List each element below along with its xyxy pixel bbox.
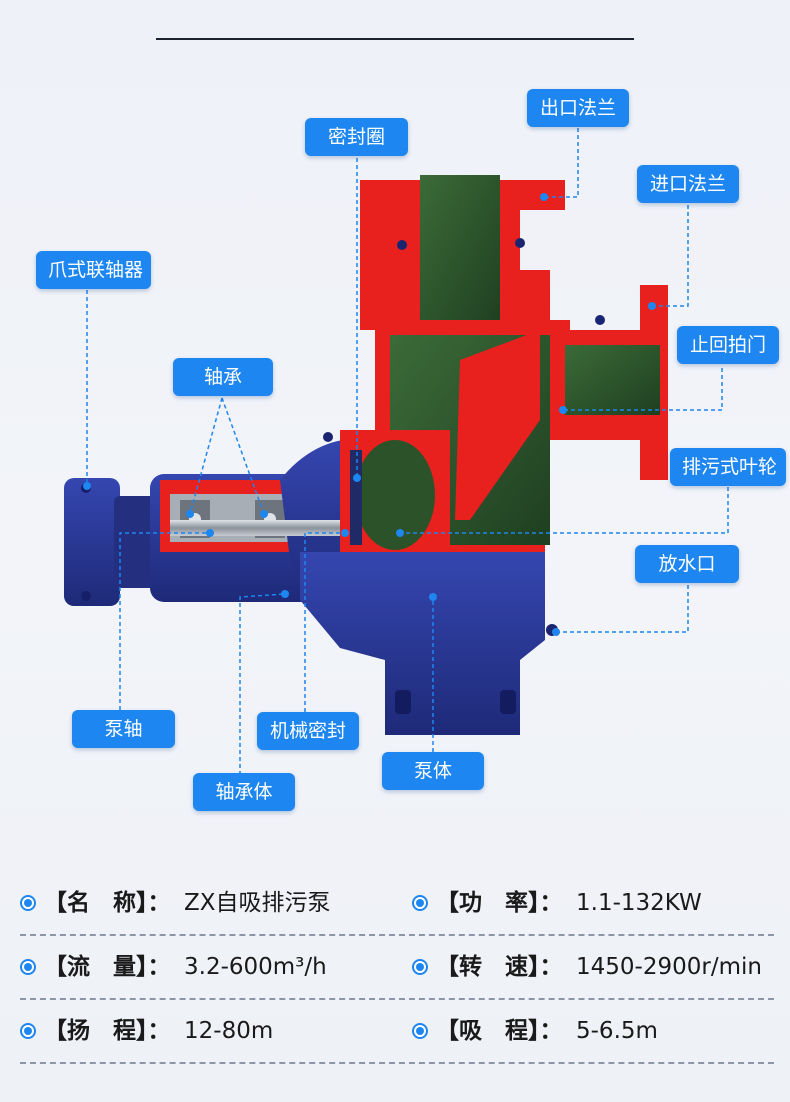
label-pump-body: 泵体 [382,752,484,790]
label-bearing: 轴承 [173,358,273,396]
label-impeller: 排污式叶轮 [670,448,786,486]
label-mechanical-seal: 机械密封 [257,712,359,750]
spec-row: 【扬 程】： 12-80m 【吸 程】： 5-6.5m [20,998,774,1064]
spec-row: 【流 量】： 3.2-600m³/h 【转 速】： 1450-2900r/min [20,934,774,1000]
leader-dots [83,193,656,636]
bullet-icon [20,895,36,911]
pump-cutaway-diagram [64,128,729,775]
bullet-icon [20,959,36,975]
label-outlet-flange: 出口法兰 [527,89,629,127]
label-seal-ring: 密封圈 [305,118,408,156]
bullet-icon [412,895,428,911]
label-inlet-flange: 进口法兰 [637,165,739,203]
label-bearing-housing: 轴承体 [193,773,295,811]
label-drain-port: 放水口 [635,545,739,583]
label-claw-coupling: 爪式联轴器 [36,251,151,289]
spec-row: 【名 称】： ZX自吸排污泵 【功 率】： 1.1-132KW [20,870,774,936]
top-divider [156,38,634,40]
leader-lines [86,128,729,775]
bullet-icon [20,1023,36,1039]
label-check-valve: 止回拍门 [677,326,779,364]
bullet-icon [412,1023,428,1039]
claw-coupling-part [64,478,160,606]
bullet-icon [412,959,428,975]
pump-body-part [300,552,558,735]
label-pump-shaft: 泵轴 [72,710,175,748]
casing-cutaway [340,175,668,552]
